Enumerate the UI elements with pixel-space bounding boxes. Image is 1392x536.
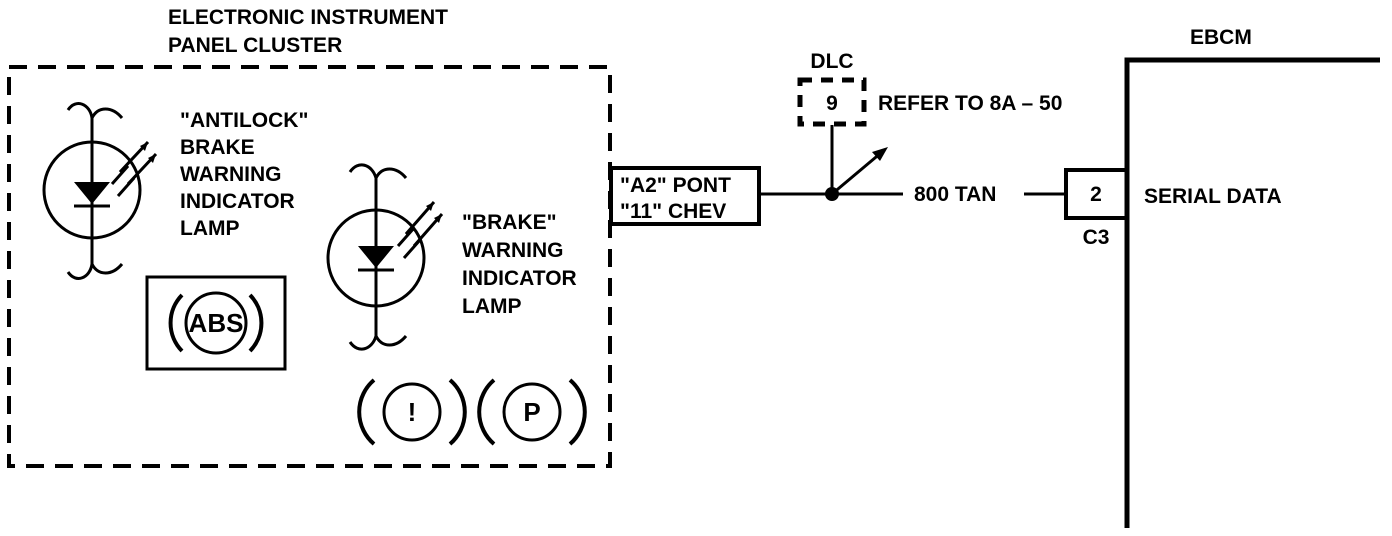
- dlc-pin: 9: [826, 92, 838, 115]
- cluster-boundary: [7, 65, 612, 468]
- antilock-lamp-icon: [42, 102, 158, 280]
- antilock-label-line4: INDICATOR: [180, 190, 295, 213]
- cluster-title-line1: ELECTRONIC INSTRUMENT: [168, 6, 448, 29]
- dlc-reference: REFER TO 8A – 50: [878, 92, 1062, 115]
- brake-label-line4: LAMP: [462, 295, 522, 318]
- ebcm-signal: SERIAL DATA: [1144, 185, 1282, 208]
- dlc-connector-icon: [797, 77, 888, 196]
- antilock-label-line2: BRAKE: [180, 136, 255, 159]
- park-symbol-text: P: [523, 397, 540, 427]
- ebcm-pin: 2: [1090, 183, 1102, 206]
- brake-exclaim-icon: !: [357, 378, 467, 446]
- brake-label-line3: INDICATOR: [462, 267, 577, 290]
- ebcm-connector: C3: [1083, 226, 1110, 249]
- exclaim-symbol-text: !: [408, 397, 417, 427]
- terminal-label-line1: "A2" PONT: [620, 174, 731, 197]
- dlc-label: DLC: [810, 50, 853, 73]
- abs-symbol-text: ABS: [189, 308, 244, 338]
- brake-label-line1: "BRAKE": [462, 211, 557, 234]
- antilock-label-line3: WARNING: [180, 163, 282, 186]
- terminal-label-line2: "11" CHEV: [620, 200, 726, 223]
- cluster-title-line2: PANEL CLUSTER: [168, 34, 342, 57]
- antilock-label-line1: "ANTILOCK": [180, 109, 308, 132]
- brake-lamp-icon: [326, 163, 444, 351]
- abs-symbol-icon: ABS: [145, 275, 287, 371]
- brake-label-line2: WARNING: [462, 239, 564, 262]
- ebcm-module: [1064, 57, 1380, 528]
- antilock-label-line5: LAMP: [180, 217, 240, 240]
- cluster-terminal: [609, 166, 761, 226]
- park-brake-icon: P: [477, 378, 587, 446]
- ebcm-label: EBCM: [1190, 26, 1252, 49]
- wire-label: 800 TAN: [914, 183, 996, 206]
